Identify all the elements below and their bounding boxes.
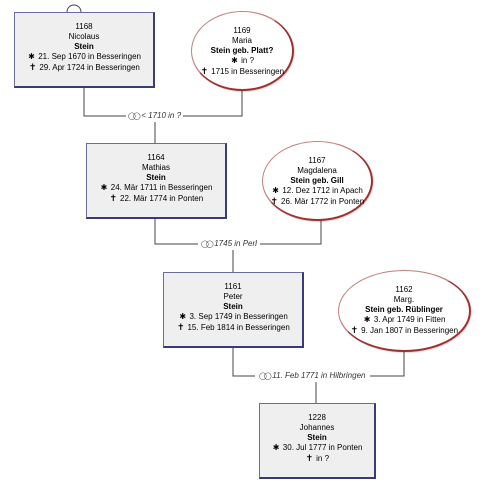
birth-icon: ✱ <box>100 183 108 192</box>
birth-event: ✱ 24. Mär 1711 in Besseringen <box>100 183 213 192</box>
person-id: 1167 <box>308 156 326 165</box>
person-card-1168[interactable]: 1168 Nicolaus Stein ✱ 21. Sep 1670 in Be… <box>14 12 155 88</box>
person-first-name: Marg. <box>393 295 415 304</box>
birth-icon: ✱ <box>272 443 280 452</box>
person-id: 1168 <box>75 22 93 31</box>
person-card-1161[interactable]: 1161 Peter Stein ✱ 3. Sep 1749 in Besser… <box>163 272 304 348</box>
ancestor-connector-arc <box>66 4 82 13</box>
birth-event: ✱ 12. Dez 1712 in Apach <box>272 186 363 195</box>
person-first-name: Magdalena <box>297 166 337 175</box>
birth-event: ✱ 3. Apr 1749 in Fitten <box>363 315 446 324</box>
birth-event: ✱ 3. Sep 1749 in Besseringen <box>179 312 288 321</box>
person-card-1164[interactable]: 1164 Mathias Stein ✱ 24. Mär 1711 in Bes… <box>86 143 227 219</box>
death-icon: ✝ <box>270 196 279 206</box>
person-last-name: Stein <box>223 302 243 311</box>
person-last-name: Stein <box>74 42 94 51</box>
couple-line-1167 <box>260 220 322 245</box>
person-card-1169[interactable]: 1169 Maria Stein geb. Platt? ✱ in ? ✝ 17… <box>191 11 294 91</box>
couple-line-1169 <box>180 90 243 117</box>
couple-line-1164 <box>154 218 198 245</box>
person-id: 1162 <box>395 285 413 294</box>
death-event: ✝ 9. Jan 1807 in Besseringen <box>350 325 459 335</box>
marriage-rings-icon: ◯◯ <box>201 241 214 248</box>
person-last-name: Stein geb. Rüblinger <box>365 305 443 314</box>
birth-icon: ✱ <box>363 315 371 324</box>
person-first-name: Johannes <box>299 423 335 432</box>
person-card-1162[interactable]: 1162 Marg. Stein geb. Rüblinger ✱ 3. Apr… <box>338 270 471 352</box>
death-icon: ✝ <box>28 62 37 72</box>
person-card-1167[interactable]: 1167 Magdalena Stein geb. Gill ✱ 12. Dez… <box>262 141 373 221</box>
person-id: 1164 <box>147 153 165 162</box>
death-event: ✝ 29. Apr 1724 in Besseringen <box>28 62 140 72</box>
person-id: 1169 <box>233 26 251 35</box>
person-last-name: Stein geb. Gill <box>290 176 344 185</box>
marriage-rings-icon: ◯◯ <box>128 113 141 120</box>
death-event: ✝ 1715 in Besseringen <box>200 66 285 76</box>
birth-icon: ✱ <box>272 186 279 195</box>
birth-event: ✱ in ? <box>231 56 255 65</box>
death-icon: ✝ <box>200 66 209 76</box>
birth-icon: ✱ <box>28 52 35 61</box>
person-id: 1228 <box>308 413 326 422</box>
person-first-name: Peter <box>223 292 243 301</box>
person-first-name: Nicolaus <box>68 32 100 41</box>
birth-icon: ✱ <box>179 312 187 321</box>
death-event: ✝ in ? <box>305 453 330 463</box>
person-last-name: Stein <box>307 433 327 442</box>
person-first-name: Mathias <box>141 163 170 172</box>
person-last-name: Stein geb. Platt? <box>210 46 274 55</box>
death-icon: ✝ <box>176 322 185 332</box>
person-first-name: Maria <box>231 36 252 45</box>
person-last-name: Stein <box>146 173 166 182</box>
couple-line-1162 <box>370 350 405 377</box>
couple-line-1168 <box>83 88 128 117</box>
marriage-rings-icon: ◯◯ <box>259 373 272 380</box>
death-event: ✝ 22. Mär 1774 in Ponten <box>109 193 204 203</box>
person-card-1228[interactable]: 1228 Johannes Stein ✱ 30. Jul 1777 in Po… <box>259 403 376 479</box>
birth-icon: ✱ <box>231 56 238 65</box>
marriage-label-1: ◯◯ < 1710 in ? <box>126 111 184 122</box>
marriage-label-2: ◯◯ 1745 in Perl <box>199 239 259 250</box>
couple-line-1161 <box>232 347 255 377</box>
death-icon: ✝ <box>350 325 359 335</box>
birth-event: ✱ 30. Jul 1777 in Ponten <box>272 443 363 452</box>
death-icon: ✝ <box>305 453 314 463</box>
birth-event: ✱ 21. Sep 1670 in Besseringen <box>28 52 141 61</box>
death-event: ✝ 26. Mär 1772 in Ponten <box>270 196 365 206</box>
death-event: ✝ 15. Feb 1814 in Besseringen <box>176 322 290 332</box>
person-id: 1161 <box>224 282 242 291</box>
marriage-label-3: ◯◯ 11. Feb 1771 in Hilbringen <box>257 371 368 382</box>
death-icon: ✝ <box>109 193 118 203</box>
